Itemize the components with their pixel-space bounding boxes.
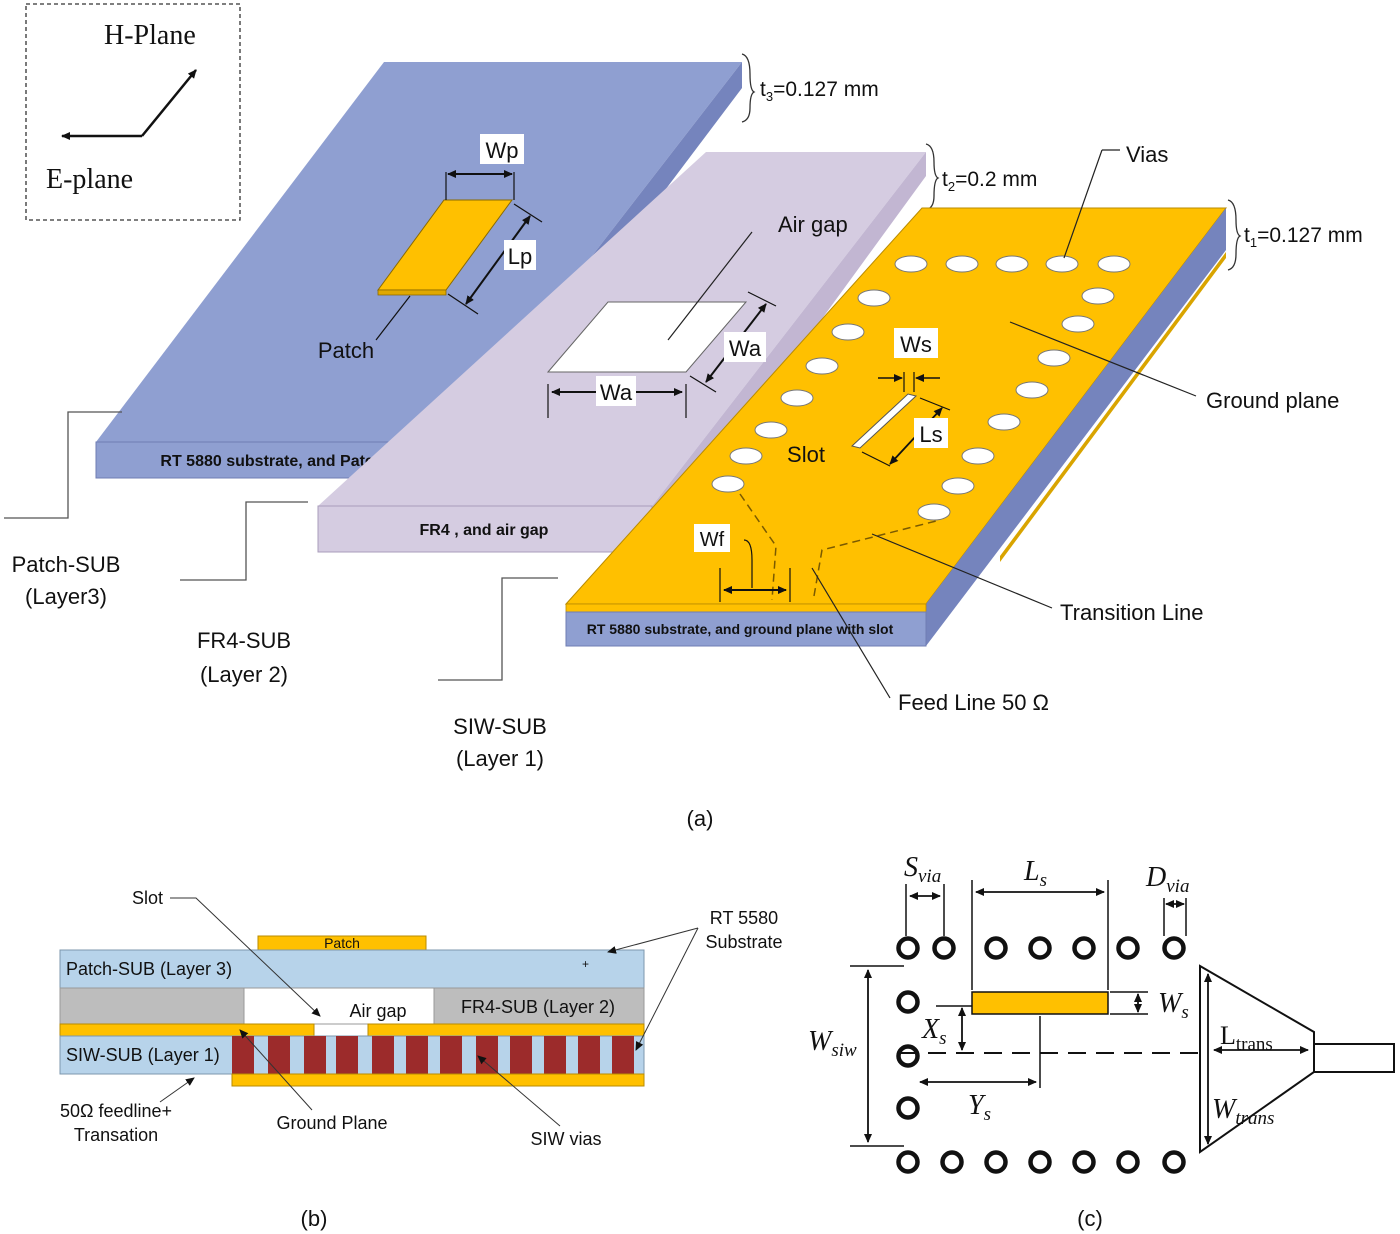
sideview-ground-label: Ground Plane: [276, 1113, 387, 1133]
via-left-1: [857, 289, 891, 307]
via-left-6: [729, 447, 763, 465]
y-s-label: Ys: [968, 1090, 991, 1125]
sideview-patch-sub: [59, 949, 645, 989]
caption-b: (b): [301, 1206, 328, 1231]
sideview-air-gap: [243, 987, 435, 1025]
vias-label: Vias: [1126, 142, 1168, 167]
via-right-8: [917, 503, 951, 521]
sideview-patch-sub-label: Patch-SUB (Layer 3): [66, 959, 232, 979]
sideview-siw-sub-label: SIW-SUB (Layer 1): [66, 1045, 220, 1065]
feed-taper-outline: [739, 493, 941, 601]
via-top-5: [1097, 255, 1131, 273]
layer1-name-line1: SIW-SUB: [453, 714, 547, 739]
air-gap: Air gap Wa Wa: [546, 212, 848, 418]
via-right-4: [1015, 381, 1049, 399]
sideview-vias-label: SIW vias: [530, 1129, 601, 1149]
via-left-2: [831, 323, 865, 341]
w-siw-label: Wsiw: [808, 1026, 857, 1061]
t1-label: t1=0.127 mm: [1244, 224, 1363, 250]
via-top-2: [945, 255, 979, 273]
sideview-air-gap-label: Air gap: [349, 1001, 406, 1021]
via-left-4: [780, 389, 814, 407]
via-right-5: [987, 413, 1021, 431]
feed-line-label: Feed Line 50 Ω: [898, 690, 1049, 715]
via-left-7: [711, 475, 745, 493]
wa-dim-label-side: Wa: [729, 336, 762, 361]
sideview-slot-label: Slot: [132, 888, 163, 908]
sideview-feed-label-1: 50Ω feedline+: [60, 1101, 172, 1121]
wf-dimension: Wf: [694, 524, 791, 602]
sideview-ground-left: [59, 1023, 315, 1037]
layer1-face-label: RT 5880 substrate, and ground plane with…: [587, 621, 894, 637]
sideview-patch-label: Patch: [324, 935, 360, 951]
patch: Wp Lp Patch: [318, 134, 543, 363]
ls-dim-label: Ls: [919, 422, 942, 447]
via-right-2: [1061, 315, 1095, 333]
ws-dim-label: Ws: [900, 332, 932, 357]
x-s-label: Xs: [921, 1014, 947, 1049]
via-left-3: [805, 357, 839, 375]
sideview-fr4-left: [59, 987, 245, 1025]
wa-dim-label-bottom: Wa: [600, 380, 633, 405]
layer2-name-line2: (Layer 2): [200, 662, 288, 687]
via-right-7: [941, 477, 975, 495]
h-plane-arrow: [141, 69, 197, 137]
h-plane-label: H-Plane: [104, 20, 196, 51]
t2-label: t2=0.2 mm: [942, 168, 1037, 194]
wp-dim-label: Wp: [486, 138, 519, 163]
l-s-label: Ls: [1023, 856, 1047, 891]
e-plane-label: E-plane: [46, 164, 133, 195]
patch-label: Patch: [318, 338, 374, 363]
panel-a: H-Plane E-plane RT 5880 substrate, and P…: [4, 3, 1363, 831]
l-trans-label: Ltrans: [1220, 1021, 1273, 1055]
via-top-3: [995, 255, 1029, 273]
topview-feedline: [1313, 1043, 1395, 1073]
sideview-rt-label-1: RT 5580: [710, 908, 778, 928]
svg-text:+: +: [582, 957, 589, 971]
sideview-fr4-label: FR4-SUB (Layer 2): [461, 997, 615, 1017]
topview-vias: [896, 936, 1186, 1174]
panel-c: Svia Ls Dvia Ws Xs Ys Wsiw Ltrans Wtrans: [808, 852, 1395, 1231]
sideview-feed-label-2: Transation: [74, 1125, 158, 1145]
layer2-face-label: FR4 , and air gap: [420, 522, 549, 539]
ground-plane-label: Ground plane: [1206, 388, 1339, 413]
sideview-fr4-right: [433, 987, 645, 1025]
via-right-1: [1081, 287, 1115, 305]
wf-dim-label: Wf: [700, 529, 725, 551]
s-via-label: Svia: [904, 852, 941, 887]
slot-label: Slot: [787, 442, 825, 467]
layer2-name-line1: FR4-SUB: [197, 628, 291, 653]
via-left-5: [754, 421, 788, 439]
caption-a: (a): [687, 806, 714, 831]
via-top-4: [1045, 255, 1079, 273]
panel-b: Patch Patch-SUB (Layer 3) + Air gap FR4-…: [59, 888, 783, 1231]
w-s-label: Ws: [1158, 988, 1189, 1023]
layer1-name-line2: (Layer 1): [456, 746, 544, 771]
siw-vias-3d: [711, 255, 1131, 521]
sideview-feedline: [231, 1073, 645, 1087]
topview-slot: [971, 991, 1109, 1015]
t3-label: t3=0.127 mm: [760, 78, 879, 104]
via-top-1: [894, 255, 928, 273]
air-gap-label: Air gap: [778, 212, 848, 237]
d-via-label: Dvia: [1145, 862, 1189, 897]
lp-dim-label: Lp: [508, 244, 532, 269]
layer3-name-line1: Patch-SUB: [12, 552, 121, 577]
sideview-rt-label-2: Substrate: [705, 932, 782, 952]
transition-line-label: Transition Line: [1060, 600, 1203, 625]
layer3-face-label: RT 5880 substrate, and Patch: [160, 453, 383, 470]
slot-3d: Ws Ls Slot: [787, 328, 951, 467]
via-right-6: [961, 447, 995, 465]
caption-c: (c): [1077, 1206, 1103, 1231]
via-right-3: [1037, 349, 1071, 367]
orientation-legend: H-Plane E-plane: [25, 3, 241, 221]
layer3-name-line2: (Layer3): [25, 584, 107, 609]
sideview-siw-vias: [232, 1036, 634, 1074]
w-trans-label: Wtrans: [1212, 1094, 1274, 1129]
sideview-ground-right: [367, 1023, 645, 1037]
